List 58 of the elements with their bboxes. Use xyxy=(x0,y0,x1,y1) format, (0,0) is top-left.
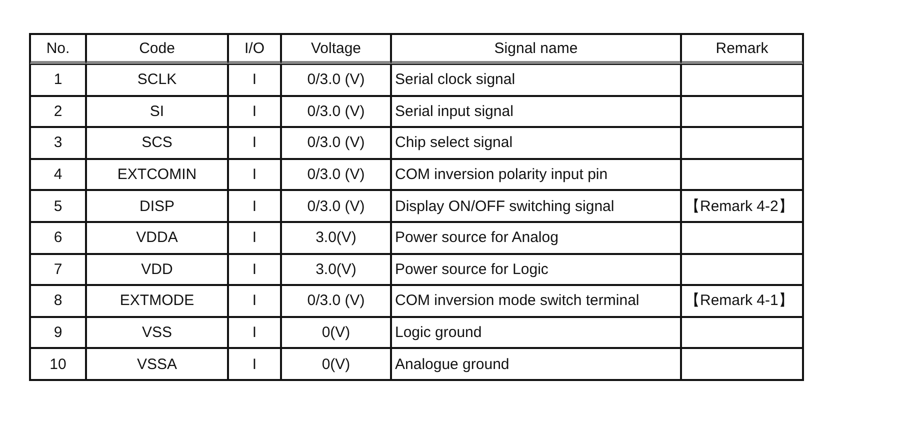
table-cell: 0/3.0 (V) xyxy=(281,127,391,159)
table-cell: 0/3.0 (V) xyxy=(281,64,391,96)
table-cell: 0/3.0 (V) xyxy=(281,190,391,222)
table-cell: SCLK xyxy=(86,64,228,96)
table-cell: 3 xyxy=(30,127,86,159)
table-cell: EXTCOMIN xyxy=(86,158,228,190)
table-cell: Power source for Logic xyxy=(391,254,681,286)
table-cell: 0/3.0 (V) xyxy=(281,285,391,317)
table-cell: VDD xyxy=(86,254,228,286)
table-cell: I xyxy=(228,285,281,317)
table-cell: 2 xyxy=(30,96,86,128)
table-cell: SI xyxy=(86,96,228,128)
table-cell: SCS xyxy=(86,127,228,159)
table-cell: 3.0(V) xyxy=(281,222,391,254)
table-cell: COM inversion polarity input pin xyxy=(391,158,681,190)
table-cell: 6 xyxy=(30,222,86,254)
table-cell: I xyxy=(228,96,281,128)
header-cell: Voltage xyxy=(281,34,391,64)
table-cell: 5 xyxy=(30,190,86,222)
table-cell: 【Remark 4-2】 xyxy=(681,190,803,222)
table-cell: 1 xyxy=(30,64,86,96)
table-cell: DISP xyxy=(86,190,228,222)
table-cell: EXTMODE xyxy=(86,285,228,317)
table-cell: 7 xyxy=(30,254,86,286)
table-cell: Analogue ground xyxy=(391,348,681,380)
header-cell: No. xyxy=(30,34,86,64)
table-cell: I xyxy=(228,127,281,159)
table-cell: I xyxy=(228,348,281,380)
table-cell: I xyxy=(228,222,281,254)
table-cell: I xyxy=(228,190,281,222)
table-cell: VSSA xyxy=(86,348,228,380)
header-cell: I/O xyxy=(228,34,281,64)
table-cell: Logic ground xyxy=(391,316,681,348)
table-cell: 0(V) xyxy=(281,316,391,348)
table-cell: 10 xyxy=(30,348,86,380)
table-cell: 3.0(V) xyxy=(281,254,391,286)
header-cell: Remark xyxy=(681,34,803,64)
table-cell: 4 xyxy=(30,158,86,190)
header-cell: Signal name xyxy=(391,34,681,64)
table-cell: I xyxy=(228,64,281,96)
table-cell: 【Remark 4-1】 xyxy=(681,285,803,317)
table-cell: COM inversion mode switch terminal xyxy=(391,285,681,317)
table-cell: Serial clock signal xyxy=(391,64,681,96)
table-cell: I xyxy=(228,316,281,348)
table-cell: Display ON/OFF switching signal xyxy=(391,190,681,222)
table-cell: Serial input signal xyxy=(391,96,681,128)
table-cell: 9 xyxy=(30,316,86,348)
table-cell: Power source for Analog xyxy=(391,222,681,254)
table-cell: 0(V) xyxy=(281,348,391,380)
table-cell: VDDA xyxy=(86,222,228,254)
table-cell: 8 xyxy=(30,285,86,317)
header-cell: Code xyxy=(86,34,228,64)
table-cell: I xyxy=(228,254,281,286)
table-cell: VSS xyxy=(86,316,228,348)
table-cell: 0/3.0 (V) xyxy=(281,158,391,190)
table-cell: I xyxy=(228,158,281,190)
table-cell: Chip select signal xyxy=(391,127,681,159)
table-cell: 0/3.0 (V) xyxy=(281,96,391,128)
